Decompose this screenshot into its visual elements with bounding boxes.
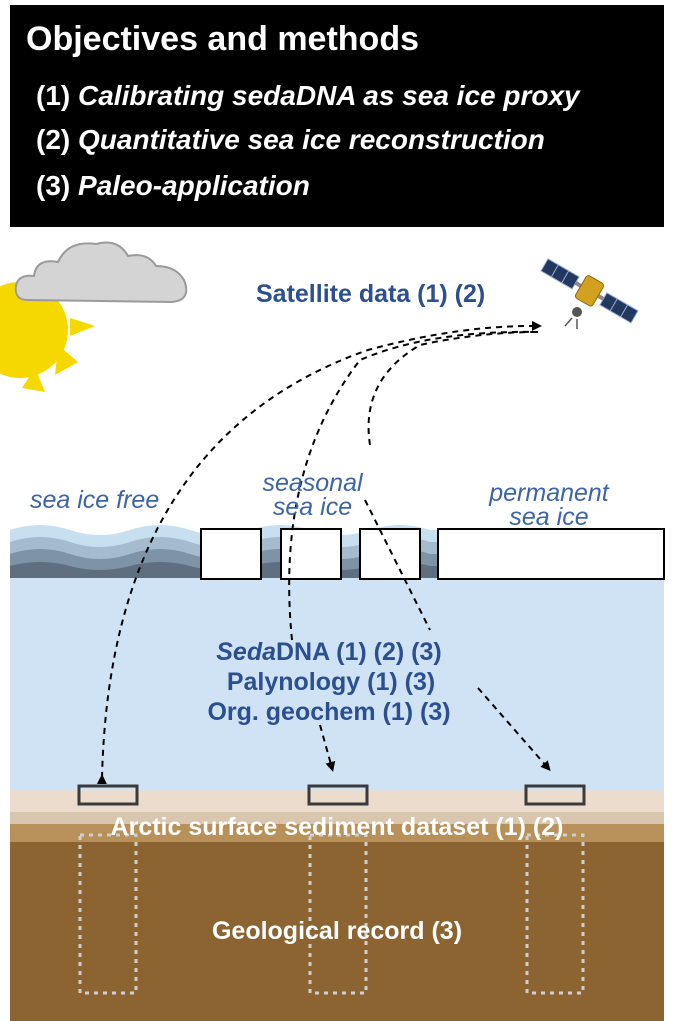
objective-2: (2) Quantitative sea ice reconstruction [36, 124, 545, 156]
header-background [10, 5, 664, 227]
proxy-palynology: Palynology (1) (3) [226, 668, 436, 696]
core-top-1 [77, 784, 139, 806]
satellite-data-label: Satellite data (1) (2) [256, 280, 486, 308]
arrow-proxies-to-core-2 [319, 724, 336, 772]
objective-3-text: Paleo-application [78, 170, 310, 201]
objective-1-number: (1) [36, 80, 71, 111]
proxy-sedadna-italic: Seda [216, 638, 276, 666]
ice-floe-3 [359, 528, 421, 580]
satellite-icon [540, 258, 639, 329]
objective-1: (1) Calibrating sedaDNA as sea ice proxy [36, 80, 580, 112]
objective-2-number: (2) [36, 124, 71, 155]
ice-floe-1 [200, 528, 262, 580]
sediment-top-layer [10, 790, 664, 812]
sediment-core-3 [525, 833, 585, 995]
sediment-deep-layer [10, 842, 664, 1021]
sediment-core-2 [308, 833, 368, 995]
header-title: Objectives and methods [26, 20, 419, 58]
arrow-satellite-to-core-1 [96, 320, 542, 785]
zone-permanent-line2: sea ice [509, 503, 589, 531]
core-top-2 [307, 784, 369, 806]
proxy-sedadna: SedaDNA (1) (2) (3) [0, 638, 666, 667]
surface-sediment-label: Arctic surface sediment dataset (1) (2) [110, 813, 564, 841]
arrow-proxies-to-core-3 [477, 687, 551, 772]
zone-seasonal-line1: seasonal [262, 469, 363, 497]
objective-2-text: Quantitative sea ice reconstruction [78, 124, 545, 155]
objective-3: (3) Paleo-application [36, 170, 310, 202]
permanent-ice-slab [437, 528, 665, 580]
zone-seasonal-line2: sea ice [272, 493, 353, 521]
proxy-geochem: Org. geochem (1) (3) [207, 698, 451, 726]
sediment-core-1 [78, 833, 138, 995]
sediment-mid-layer [10, 824, 664, 842]
arrow-satellite-to-seasonal [288, 330, 539, 641]
geological-record-label: Geological record (3) [211, 917, 463, 945]
core-top-3 [524, 784, 586, 806]
zone-permanent-line1: permanent [489, 479, 609, 507]
sediment-transition-layer [10, 812, 664, 824]
proxy-sedadna-rest: DNA (1) (2) (3) [276, 638, 442, 666]
connection-arrows [96, 320, 551, 785]
objective-3-number: (3) [36, 170, 71, 201]
zone-seasonal-sea-ice: seasonal sea ice [250, 469, 375, 521]
cloud-icon [14, 241, 188, 304]
sun-icon [0, 282, 95, 392]
zone-sea-ice-free: sea ice free [30, 486, 160, 514]
zone-permanent-sea-ice: permanent sea ice [474, 479, 624, 531]
arrow-ice-to-proxies [364, 499, 431, 631]
arrow-satellite-to-permanent [367, 331, 539, 446]
objective-1-text: Calibrating sedaDNA as sea ice proxy [78, 80, 580, 111]
